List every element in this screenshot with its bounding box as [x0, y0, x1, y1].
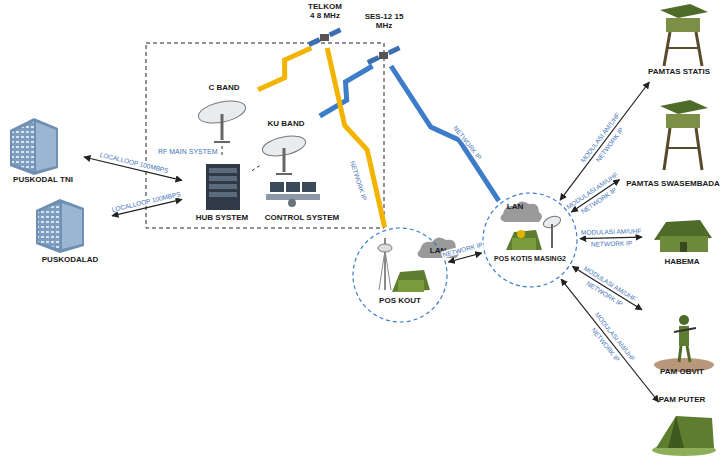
building-icon	[10, 118, 58, 175]
node-label: TELKOM 4 8 MHz	[306, 3, 344, 21]
node-label: KU BAND	[268, 120, 305, 129]
node-label: SES-12 15 MHz	[364, 13, 404, 31]
circle-outline	[482, 192, 578, 288]
node-label: PUSKODAL TNI	[13, 176, 73, 185]
node-label: CONTROL SYSTEM	[265, 214, 340, 223]
site-node: TELKOM 4 8 MHz	[300, 2, 350, 46]
control-desk-icon	[266, 182, 320, 207]
node-label: C BAND	[208, 84, 239, 93]
link-line	[561, 279, 659, 402]
server-icon	[206, 164, 240, 210]
site-node: PAM OBVIT	[644, 306, 720, 376]
node-label: PAMTAS SWASEMBADA	[626, 180, 719, 189]
building-icon	[36, 199, 84, 253]
link-line	[572, 266, 642, 309]
site-node: PAM PUTER	[644, 404, 720, 466]
node-label: PUSKODALAD	[42, 256, 98, 265]
site-node: KU BAND	[254, 118, 318, 178]
satellite-link	[258, 48, 311, 90]
satellite-link	[391, 66, 499, 201]
watchtower-icon	[660, 4, 708, 66]
site-circle: LAN POS KOTIS MASING2	[482, 192, 578, 288]
circle-outline	[352, 227, 448, 323]
node-label: POS KOTIS MASING2	[494, 255, 566, 263]
node-label: PAMTAS STATIS	[648, 68, 710, 77]
outpost-icon	[500, 201, 562, 250]
dish-icon	[261, 133, 308, 174]
soldier-icon	[654, 315, 714, 372]
node-label: HUB SYSTEM	[196, 214, 248, 223]
site-circle: LANPOS KOUT	[352, 227, 448, 323]
node-label: PAM OBVIT	[660, 368, 704, 377]
site-node: SES-12 15 MHz	[356, 12, 412, 64]
link-line	[252, 164, 262, 170]
watchtower-icon	[660, 100, 708, 170]
site-node: PAMTAS SWASEMBADA	[622, 98, 719, 194]
site-node: HUB SYSTEM	[184, 160, 260, 224]
satellite-icon	[308, 28, 342, 47]
link-label: NETWORK IP	[348, 159, 368, 202]
node-label: HABEMA	[664, 258, 699, 267]
barracks-icon	[654, 220, 712, 252]
outpost-icon	[378, 237, 459, 292]
site-node: PUSKODAL TNI	[4, 114, 82, 186]
node-label: PAM PUTER	[659, 396, 706, 405]
site-node: PUSKODALAD	[30, 198, 110, 266]
system-region	[146, 43, 384, 228]
link-label: NETWORK IP	[590, 240, 633, 248]
satellite-link	[327, 48, 385, 227]
satellite-icon	[367, 46, 401, 65]
site-node: C BAND	[192, 82, 256, 144]
node-label: POS KOUT	[379, 297, 421, 306]
link-label: MODULASI AM/UHF	[580, 228, 642, 237]
node-label: LAN	[507, 203, 523, 212]
dish-icon	[196, 97, 247, 142]
site-node: PAMTAS STATIS	[640, 0, 718, 80]
site-node: CONTROL SYSTEM	[262, 178, 342, 224]
site-node: HABEMA	[644, 212, 720, 270]
link-line	[222, 146, 223, 158]
tent-icon	[652, 416, 716, 456]
system-label: RF MAIN SYSTEM	[157, 148, 219, 156]
satellite-link	[320, 66, 373, 116]
